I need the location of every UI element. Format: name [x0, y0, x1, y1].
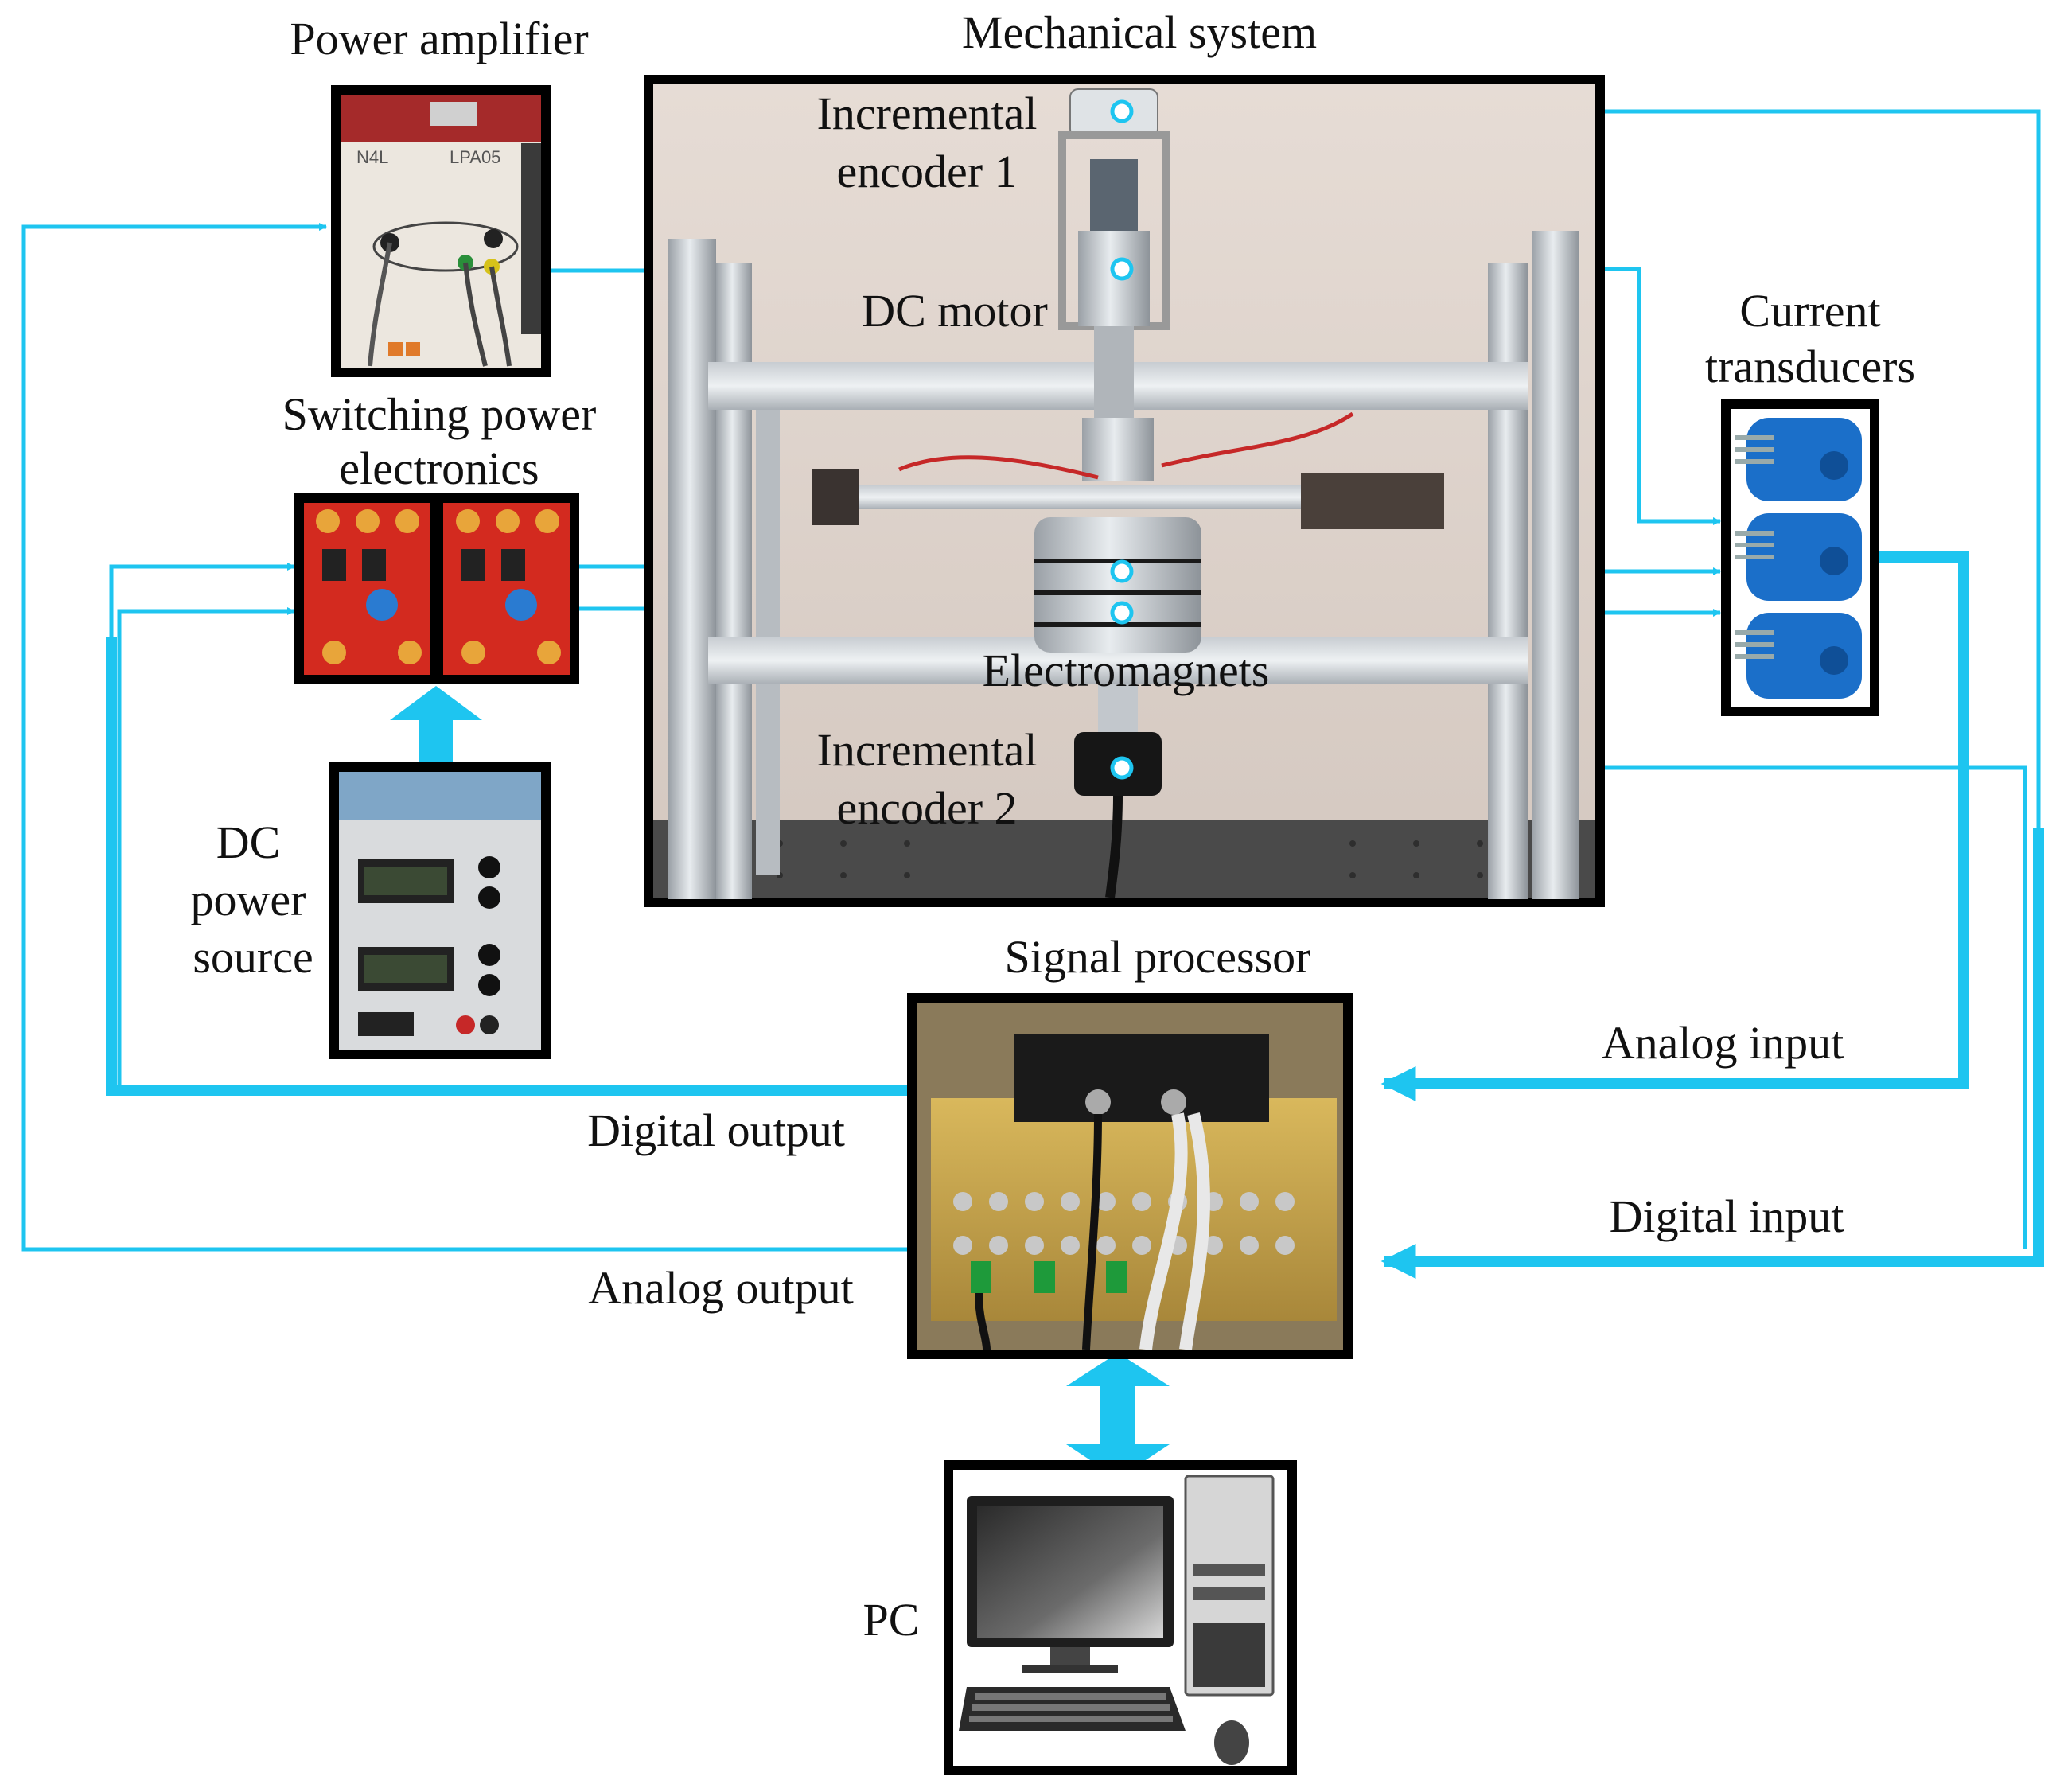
label-dc-power-source-line3: source: [193, 931, 313, 983]
analog-input-bus: [1380, 551, 1969, 1101]
digital-output-lower-line: [117, 607, 295, 1090]
label-incremental-encoder-2-line2: encoder 2: [836, 782, 1017, 834]
dc-power-source-photo: [329, 762, 551, 1059]
label-digital-input: Digital input: [1610, 1190, 1844, 1242]
signal-processor-photo: [907, 993, 1353, 1359]
label-analog-output: Analog output: [588, 1262, 853, 1314]
amp-brand-text: N4L: [356, 147, 388, 167]
label-incremental-encoder-2-line1: Incremental: [817, 724, 1038, 776]
power-amplifier-photo: N4L LPA05: [331, 85, 551, 377]
label-incremental-encoder-1-line1: Incremental: [817, 88, 1038, 139]
label-dc-power-source-line2: power: [191, 874, 306, 925]
label-dc-motor: DC motor: [862, 285, 1048, 337]
label-signal-processor: Signal processor: [1005, 931, 1311, 983]
thick-connectors: [106, 551, 2044, 1279]
current-transducers-photo: [1721, 399, 1879, 716]
label-analog-input: Analog input: [1602, 1017, 1844, 1069]
pc-link-arrow: [1066, 1353, 1170, 1478]
label-current-transducers-line1: Current: [1739, 285, 1880, 337]
label-electromagnets: Electromagnets: [983, 645, 1270, 696]
switching-electronics-photo: [294, 493, 579, 684]
label-digital-output: Digital output: [587, 1104, 845, 1156]
power-feed-arrow: [390, 686, 482, 764]
label-current-transducers-line2: transducers: [1705, 341, 1915, 392]
pc-photo: [944, 1460, 1297, 1775]
amp-model-text: LPA05: [450, 147, 500, 167]
digital-input-bus: [1380, 828, 2044, 1279]
label-power-amplifier: Power amplifier: [290, 13, 588, 64]
analog-output-line: [21, 223, 907, 1252]
diagram-labels: Power amplifier Mechanical system Increm…: [191, 6, 1916, 1646]
label-incremental-encoder-1-line2: encoder 1: [836, 146, 1017, 197]
label-switching-power-electronics-line1: Switching power: [282, 388, 597, 440]
label-dc-power-source-line1: DC: [216, 816, 281, 868]
mechanical-system-photo: [644, 75, 1605, 907]
digital-output-bus: [106, 637, 907, 1096]
label-switching-power-electronics-line2: electronics: [339, 442, 539, 494]
label-pc: PC: [863, 1594, 920, 1646]
label-mechanical-system: Mechanical system: [962, 6, 1317, 58]
